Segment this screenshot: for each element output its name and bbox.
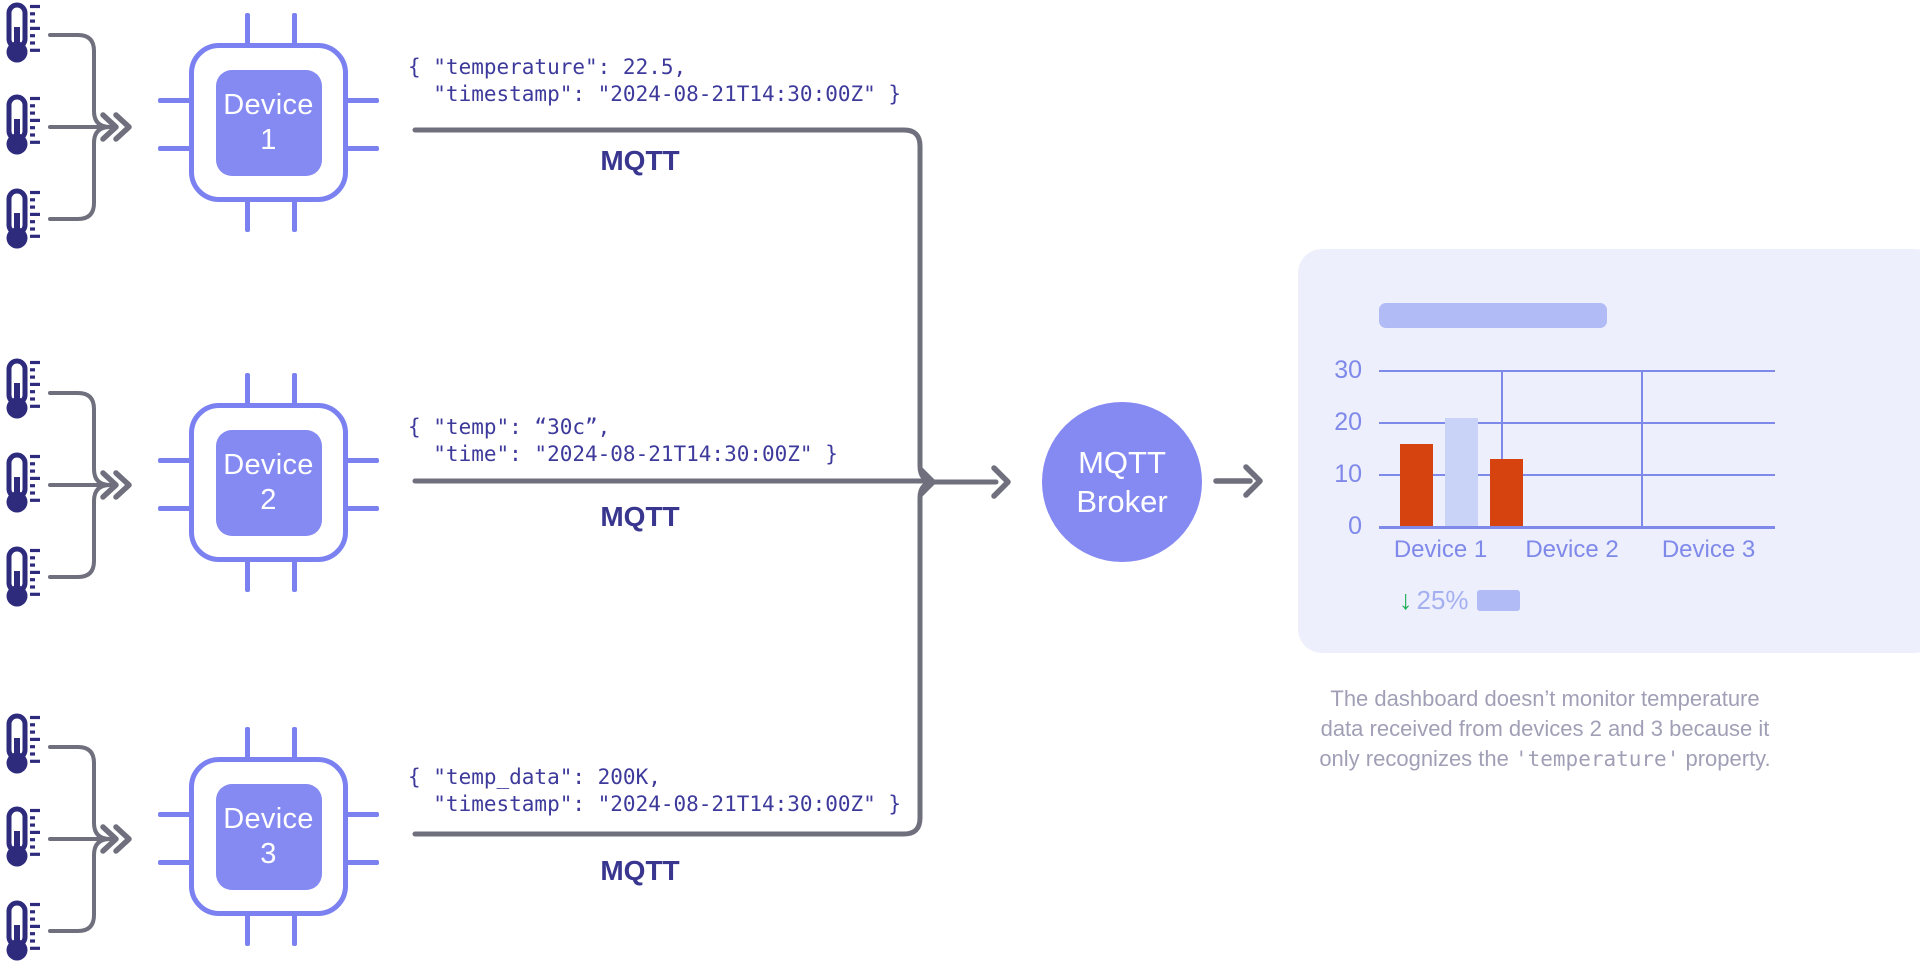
chip-pin	[292, 557, 297, 592]
chip-pin	[245, 557, 250, 592]
caption: The dashboard doesn’t monitor temperatur…	[1280, 684, 1810, 774]
device-number: 1	[260, 123, 277, 156]
chip-pin	[158, 506, 194, 511]
payload-device3: { "temp_data": 200K, "timestamp": "2024-…	[408, 764, 901, 818]
mqtt-protocol-label: MQTT	[600, 501, 680, 532]
chip-pin	[343, 812, 379, 817]
merge-arrow-icon	[100, 112, 132, 142]
payload-line: { "temperature": 22.5,	[408, 55, 687, 79]
broker-label-line1: MQTT	[1078, 445, 1166, 480]
broker-label-line2: Broker	[1076, 484, 1168, 519]
chip-pin	[343, 506, 379, 511]
chip-pin	[292, 911, 297, 946]
merge-arrow-icon	[100, 470, 132, 500]
thermometer-icon	[3, 2, 41, 70]
thermometer-icon	[3, 188, 41, 256]
device-1-label: Device 1	[215, 69, 322, 176]
chip-pin	[245, 911, 250, 946]
device-2-label: Device 2	[215, 429, 322, 536]
caption-line: The dashboard doesn’t monitor temperatur…	[1330, 686, 1760, 711]
thermometer-icon	[3, 94, 41, 162]
broker-to-dashboard-arrowhead-icon	[1243, 464, 1263, 498]
caption-line: only recognizes the 'temperature' proper…	[1280, 744, 1810, 774]
chip-pin	[245, 197, 250, 232]
payload-line: "timestamp": "2024-08-21T14:30:00Z" }	[408, 792, 902, 816]
payload-line: "timestamp": "2024-08-21T14:30:00Z" }	[408, 82, 902, 106]
chip-pin	[245, 13, 250, 48]
mqtt-protocol-label: MQTT	[600, 855, 680, 886]
device-name: Device	[223, 448, 314, 481]
chip-pin	[343, 458, 379, 463]
down-arrow-icon: ↓	[1399, 585, 1413, 615]
device-name: Device	[223, 88, 314, 121]
thermometer-icon	[6, 806, 40, 867]
chart-title-placeholder	[1379, 303, 1607, 328]
chip-pin	[292, 373, 297, 408]
caption-text: only recognizes the	[1319, 746, 1515, 771]
thermometer-icon	[3, 452, 41, 520]
caption-code: 'temperature'	[1514, 747, 1680, 771]
junction-arrow-icon	[918, 467, 936, 497]
device-chip-icon: Device 3	[158, 727, 379, 946]
thermometer-icon	[6, 94, 40, 155]
thermo-line	[48, 483, 112, 579]
mqtt-line-device3	[412, 479, 939, 837]
trend-badge: ↓ 25%	[1399, 586, 1520, 614]
thermometer-icon	[6, 546, 40, 607]
thermometer-icon	[3, 713, 41, 781]
trend-label-placeholder	[1476, 589, 1520, 611]
device-chip-icon: Device 1	[158, 13, 379, 232]
thermometer-icon	[3, 546, 41, 614]
chip-pin	[343, 98, 379, 103]
thermometer-icon	[3, 806, 41, 874]
trunk-arrowhead-icon	[991, 465, 1011, 499]
device-name: Device	[223, 802, 314, 835]
chip-pin	[245, 727, 250, 762]
thermometer-icon	[6, 358, 40, 419]
device-number: 2	[260, 483, 277, 516]
chip-pin	[292, 197, 297, 232]
chip-pin	[158, 98, 194, 103]
thermometer-icon	[6, 900, 40, 961]
device-number: 3	[260, 837, 277, 870]
chip-pin	[158, 812, 194, 817]
mqtt-broker-node: MQTT Broker	[1042, 402, 1202, 562]
caption-text: property.	[1679, 746, 1771, 771]
caption-line: data received from devices 2 and 3 becau…	[1320, 716, 1770, 741]
chip-pin	[292, 727, 297, 762]
mqtt-protocol-label: MQTT	[600, 145, 680, 176]
mqtt-line-device1	[412, 127, 939, 485]
chip-pin	[343, 146, 379, 151]
chip-pin	[158, 860, 194, 865]
thermometer-icon	[6, 2, 40, 63]
chip-pin	[158, 146, 194, 151]
device-3-label: Device 3	[215, 783, 322, 890]
payload-device2: { "temp": “30c”, "time": "2024-08-21T14:…	[408, 414, 838, 468]
device-chip-icon: Device 2	[158, 373, 379, 592]
thermometer-icon	[3, 358, 41, 426]
thermo-line	[48, 125, 112, 221]
thermometer-icon	[6, 713, 40, 774]
chip-pin	[292, 13, 297, 48]
payload-line: { "temp_data": 200K,	[408, 765, 661, 789]
chip-pin	[158, 458, 194, 463]
chip-pin	[245, 373, 250, 408]
trend-value: 25%	[1416, 585, 1469, 615]
payload-device1: { "temperature": 22.5, "timestamp": "202…	[408, 54, 901, 108]
thermo-line	[48, 837, 112, 933]
chip-pin	[343, 860, 379, 865]
thermometer-icon	[6, 188, 40, 249]
merge-arrow-icon	[100, 824, 132, 854]
thermometer-icon	[3, 900, 41, 968]
thermometer-icon	[6, 452, 40, 513]
payload-line: { "temp": “30c”,	[408, 415, 611, 439]
payload-line: "time": "2024-08-21T14:30:00Z" }	[408, 442, 838, 466]
